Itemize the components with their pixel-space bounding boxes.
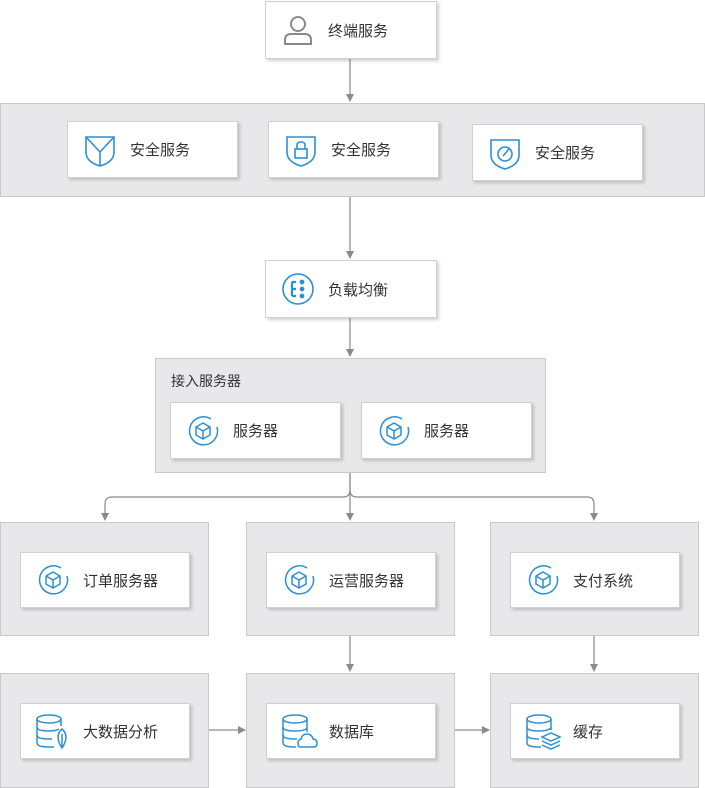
load-balancer-label: 负载均衡 xyxy=(328,281,389,299)
database-label: 数据库 xyxy=(329,723,375,741)
database-leaf-icon xyxy=(33,711,73,751)
security-service-label-2: 安全服务 xyxy=(331,142,392,159)
access-server-card-2[interactable]: 服务器 xyxy=(361,402,532,459)
database-layers-icon xyxy=(523,711,563,751)
security-service-card-3[interactable]: 安全服务 xyxy=(472,124,643,181)
client-service-card[interactable]: 终端服务 xyxy=(265,1,437,59)
arrow-access-order xyxy=(101,473,351,521)
cache-label: 缓存 xyxy=(573,723,604,741)
database-cloud-icon xyxy=(279,711,319,751)
access-server-label-1: 服务器 xyxy=(233,423,279,440)
order-server-card[interactable]: 订单服务器 xyxy=(20,552,190,608)
shield-check-icon xyxy=(485,133,525,173)
server-cube-icon xyxy=(183,411,223,451)
user-icon xyxy=(278,10,318,50)
ops-server-label: 运营服务器 xyxy=(329,572,405,590)
client-service-label: 终端服务 xyxy=(328,22,389,40)
server-cube-icon xyxy=(374,411,414,451)
server-cube-icon xyxy=(33,560,73,600)
load-balancer-icon xyxy=(278,269,318,309)
bigdata-card[interactable]: 大数据分析 xyxy=(20,703,190,759)
bigdata-label: 大数据分析 xyxy=(83,723,159,741)
payment-system-card[interactable]: 支付系统 xyxy=(510,552,680,608)
order-server-label: 订单服务器 xyxy=(83,572,159,590)
access-server-title: 接入服务器 xyxy=(171,373,241,389)
load-balancer-card[interactable]: 负载均衡 xyxy=(265,260,437,318)
access-server-card-1[interactable]: 服务器 xyxy=(170,402,341,459)
shield-v-icon xyxy=(80,130,120,170)
security-service-label-1: 安全服务 xyxy=(130,142,191,159)
security-service-card-2[interactable]: 安全服务 xyxy=(268,121,439,178)
ops-server-card[interactable]: 运营服务器 xyxy=(266,552,436,608)
database-card[interactable]: 数据库 xyxy=(266,703,436,759)
security-service-card-1[interactable]: 安全服务 xyxy=(67,121,238,178)
server-cube-icon xyxy=(523,560,563,600)
payment-system-label: 支付系统 xyxy=(573,572,634,590)
access-server-label-2: 服务器 xyxy=(424,423,470,440)
security-service-label-3: 安全服务 xyxy=(535,145,596,162)
shield-lock-icon xyxy=(281,130,321,170)
cache-card[interactable]: 缓存 xyxy=(510,703,680,759)
server-cube-icon xyxy=(279,560,319,600)
arrow-access-pay xyxy=(349,489,598,521)
